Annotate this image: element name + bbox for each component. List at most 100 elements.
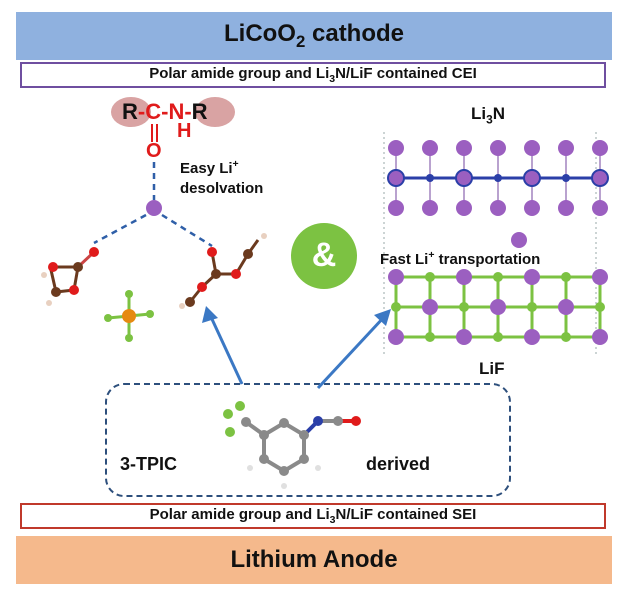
lif-li-atom <box>592 329 608 345</box>
cathode-band: LiCoO2 cathode <box>16 12 612 60</box>
lif-li-atom <box>524 329 540 345</box>
li3n-li-atom <box>387 169 405 187</box>
lif-f-atom <box>561 272 571 282</box>
ec-c1 <box>73 262 83 272</box>
cf3-f1 <box>223 409 233 419</box>
f-atom-1 <box>125 290 133 298</box>
lif-li-atom <box>456 329 472 345</box>
migrating-li-ion <box>511 232 527 248</box>
lif-f-atom <box>425 332 435 342</box>
li3n-li-atom <box>422 140 438 156</box>
nco-c <box>333 416 343 426</box>
lif-li-atom <box>592 269 608 285</box>
ring-h1 <box>281 483 287 489</box>
r-right-bubble <box>195 97 235 127</box>
amide-dash-2: - <box>161 99 169 124</box>
cei-bar: Polar amide group and Li3N/LiF contained… <box>20 62 606 88</box>
li3n-li-atom <box>592 140 608 156</box>
ec-li-dash <box>93 213 147 245</box>
li3n-li-atom <box>388 140 404 156</box>
lif-li-atom <box>456 269 472 285</box>
li3n-li-atom <box>524 140 540 156</box>
ring-c1 <box>259 430 269 440</box>
lif-f-atom <box>527 302 537 312</box>
lif-li-atom <box>422 299 438 315</box>
li3n-lattice <box>387 140 609 216</box>
arrow-to-lattice-shaft <box>316 315 386 390</box>
f-atom-3 <box>104 314 112 322</box>
li3n-n-atom <box>562 174 570 182</box>
li3n-li-atom <box>490 200 506 216</box>
lif-f-atom <box>493 272 503 282</box>
additive-name: 3-TPIC <box>120 454 178 474</box>
mechanism-diagram <box>41 97 609 497</box>
dmc-o1 <box>207 247 217 257</box>
ring-c5 <box>279 466 289 476</box>
ec-h2 <box>46 300 52 306</box>
lif-li-atom <box>388 329 404 345</box>
ring-c6 <box>259 454 269 464</box>
ring-c4 <box>299 454 309 464</box>
ec-o3 <box>69 285 79 295</box>
cathode-title: LiCoO2 cathode <box>223 20 405 51</box>
dmc-c2 <box>243 249 253 259</box>
ring-c2 <box>279 418 289 428</box>
lif-li-atom <box>524 269 540 285</box>
cei-label: Polar amide group and Li3N/LiF contained… <box>149 65 477 85</box>
sei-bar: Polar amide group and Li3N/LiF contained… <box>20 503 606 529</box>
amide-c: C <box>145 99 162 124</box>
additive-derived: derived <box>366 454 431 474</box>
amide-r-left: R <box>122 99 138 124</box>
li3n-n-atom <box>426 174 434 182</box>
lif-li-atom <box>490 299 506 315</box>
arrow-to-electrolyte-shaft <box>209 316 244 385</box>
arrow-to-lattice-head <box>374 309 391 326</box>
amide-dash-3: - <box>184 99 192 124</box>
lif-f-atom <box>391 302 401 312</box>
f-atom-4 <box>146 310 154 318</box>
li3n-n-atom <box>494 174 502 182</box>
cf3-carbon <box>241 417 251 427</box>
li3n-li-atom <box>591 169 609 187</box>
ec-h1 <box>41 272 47 278</box>
f-atom-2 <box>125 334 133 342</box>
diagram-frame: LiCoO2 cathode Polar amide group and Li3… <box>16 12 612 584</box>
additive-box <box>105 383 511 497</box>
dmc-c1 <box>211 269 221 279</box>
lif-f-atom <box>595 302 605 312</box>
r-left-bubble <box>111 97 151 127</box>
dmc-o2 <box>197 282 207 292</box>
amide-dash-1: - <box>137 99 146 124</box>
amide-formula: R-C-N-R <box>122 99 208 125</box>
lif-f-atom <box>459 302 469 312</box>
li3n-li-atom <box>524 200 540 216</box>
nco-n <box>313 416 323 426</box>
dmc-li-dash <box>161 213 213 248</box>
amide-r-right: R <box>191 99 208 124</box>
lif-f-atom <box>425 272 435 282</box>
li3n-li-atom <box>455 169 473 187</box>
arrow-to-electrolyte-head <box>202 306 218 323</box>
dmc-c3 <box>185 297 195 307</box>
li3n-li-atom <box>456 140 472 156</box>
li3n-li-atom <box>490 140 506 156</box>
li3n-li-atom <box>422 200 438 216</box>
ec-c2 <box>51 287 61 297</box>
lif-f-atom <box>561 332 571 342</box>
li3n-li-atom <box>558 200 574 216</box>
li3n-li-atom <box>592 200 608 216</box>
lif-f-atom <box>493 332 503 342</box>
amide-n: N <box>168 99 185 124</box>
desolvation-label: Easy Li+ desolvation <box>180 158 264 197</box>
dmc-h2 <box>179 303 185 309</box>
ring-c3 <box>299 430 309 440</box>
li3n-li-atom <box>388 200 404 216</box>
amide-h: H <box>177 120 192 142</box>
ring-h2 <box>247 465 253 471</box>
lif-label: LiF <box>479 359 505 378</box>
nco-o <box>351 416 361 426</box>
ampersand-circle <box>291 223 357 289</box>
cf3-f2 <box>235 401 245 411</box>
amide-o: O <box>146 140 162 162</box>
dmc-o3 <box>231 269 241 279</box>
